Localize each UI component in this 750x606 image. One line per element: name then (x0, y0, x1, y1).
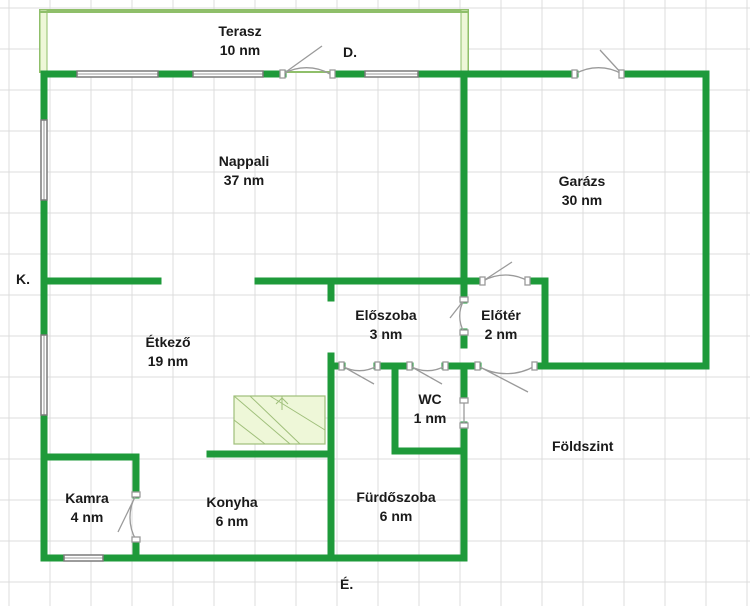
room-label-kamra: Kamra 4 nm (65, 489, 109, 527)
room-label-nappali: Nappali 37 nm (219, 152, 270, 190)
room-label-terasz: Terasz 10 nm (218, 22, 261, 60)
room-label-eloszoba: Előszoba 3 nm (355, 306, 416, 344)
room-label-furdoszoba: Fürdőszoba 6 nm (356, 488, 435, 526)
door-kamra (117, 494, 137, 541)
room-label-eloter: Előtér 2 nm (481, 306, 521, 344)
door-eloter-garage (482, 261, 529, 282)
room-area: 19 nm (147, 353, 189, 369)
walls (40, 70, 710, 562)
room-name: Fürdőszoba (356, 489, 436, 505)
room-name: Előszoba (355, 307, 417, 323)
compass-south: É. (340, 576, 354, 592)
room-area: 6 nm (379, 508, 413, 524)
compass-west: K. (16, 271, 30, 287)
room-name: WC (418, 391, 442, 407)
terrace-railing-left (39, 9, 48, 73)
room-area: 4 nm (70, 509, 104, 525)
room-label-garazs: Garázs 30 nm (559, 172, 606, 210)
door-garage-main (574, 49, 623, 75)
stairs (233, 395, 326, 445)
terrace-railing-right (460, 9, 469, 73)
room-name: Nappali (218, 153, 270, 169)
floor-level-label: Földszint (552, 438, 614, 454)
room-area: 2 nm (484, 326, 518, 342)
door-eloter-out (477, 365, 536, 393)
terrace-area (39, 9, 469, 73)
room-name: Konyha (206, 494, 258, 510)
room-label-etkezo: Étkező 19 nm (145, 333, 190, 371)
room-area: 1 nm (413, 410, 447, 426)
doors (117, 45, 625, 543)
compass-east: D. (343, 44, 357, 60)
room-area: 30 nm (561, 192, 603, 208)
room-area: 6 nm (215, 513, 249, 529)
room-name: Előtér (481, 307, 521, 323)
room-area: 3 nm (369, 326, 403, 342)
door-eloszoba-furdo (341, 365, 378, 385)
room-name: Étkező (145, 334, 191, 350)
room-label-konyha: Konyha 6 nm (206, 493, 257, 531)
room-label-wc: WC 1 nm (414, 390, 447, 428)
room-area: 10 nm (219, 42, 261, 58)
door-terrace (282, 45, 331, 75)
room-name: Kamra (65, 490, 109, 506)
room-name: Terasz (218, 23, 262, 39)
room-name: Garázs (558, 173, 606, 189)
door-eloszoba-eloter (449, 299, 465, 333)
door-wc (409, 365, 446, 385)
room-area: 37 nm (223, 172, 265, 188)
